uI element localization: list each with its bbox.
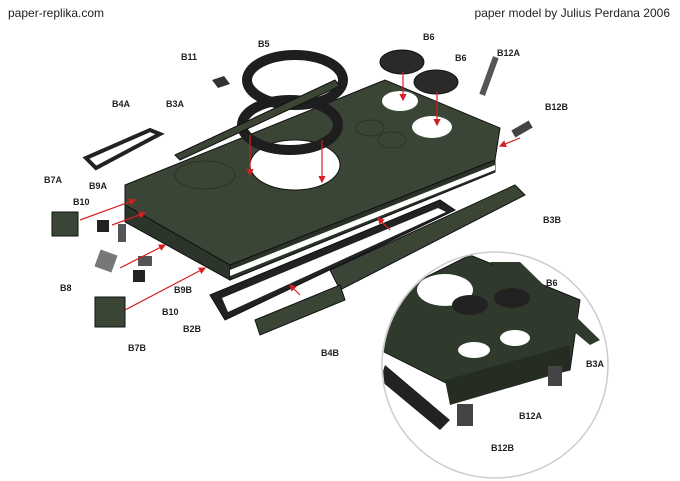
label-b6: B6 [423, 32, 435, 42]
part-b4a [82, 127, 165, 171]
label-b3b: B3B [543, 215, 562, 225]
part-b12a [479, 56, 499, 96]
part-b3a [174, 79, 341, 161]
part-b11 [212, 76, 230, 88]
label-b9b: B9B [174, 285, 193, 295]
label-b6: B6 [455, 53, 467, 63]
site-name: paper-replika.com [8, 6, 105, 20]
inset-part-b12b [457, 404, 473, 426]
inset-part-b12a [548, 366, 562, 386]
part-b12b [511, 120, 533, 138]
inset-label-b3a: B3A [586, 359, 605, 369]
part-b8 [94, 249, 118, 273]
part-b4b [254, 284, 346, 336]
label-b4a: B4A [112, 99, 131, 109]
label-b9a: B9A [89, 181, 108, 191]
label-b4b: B4B [321, 348, 340, 358]
part-b10-b [133, 270, 145, 282]
label-b12a: B12A [497, 48, 521, 58]
assembly-arrows [79, 72, 521, 311]
label-b3a: B3A [166, 99, 185, 109]
part-b10-a [97, 220, 109, 232]
label-b10: B10 [162, 307, 179, 317]
wheel-b6-a [379, 49, 425, 75]
inset-label-b6: B6 [546, 278, 558, 288]
part-b7a [51, 211, 79, 237]
part-b3b [329, 184, 526, 291]
label-b5: B5 [258, 39, 270, 49]
part-b7b [94, 296, 126, 328]
inset-label-b12a: B12A [519, 411, 543, 421]
hull-top [124, 79, 501, 281]
wheel-b6-b [413, 69, 459, 95]
label-b2b: B2B [183, 324, 202, 334]
label-b10: B10 [73, 197, 90, 207]
credit-text: paper model by Julius Perdana 2006 [474, 6, 670, 20]
part-b9b [138, 256, 152, 266]
label-b7b: B7B [128, 343, 147, 353]
inset-label-b12b: B12B [491, 443, 515, 453]
part-b9a [118, 224, 126, 242]
label-b8: B8 [60, 283, 72, 293]
label-b12b: B12B [545, 102, 569, 112]
label-b11: B11 [181, 52, 198, 62]
detail-inset [381, 251, 609, 479]
label-b7a: B7A [44, 175, 63, 185]
